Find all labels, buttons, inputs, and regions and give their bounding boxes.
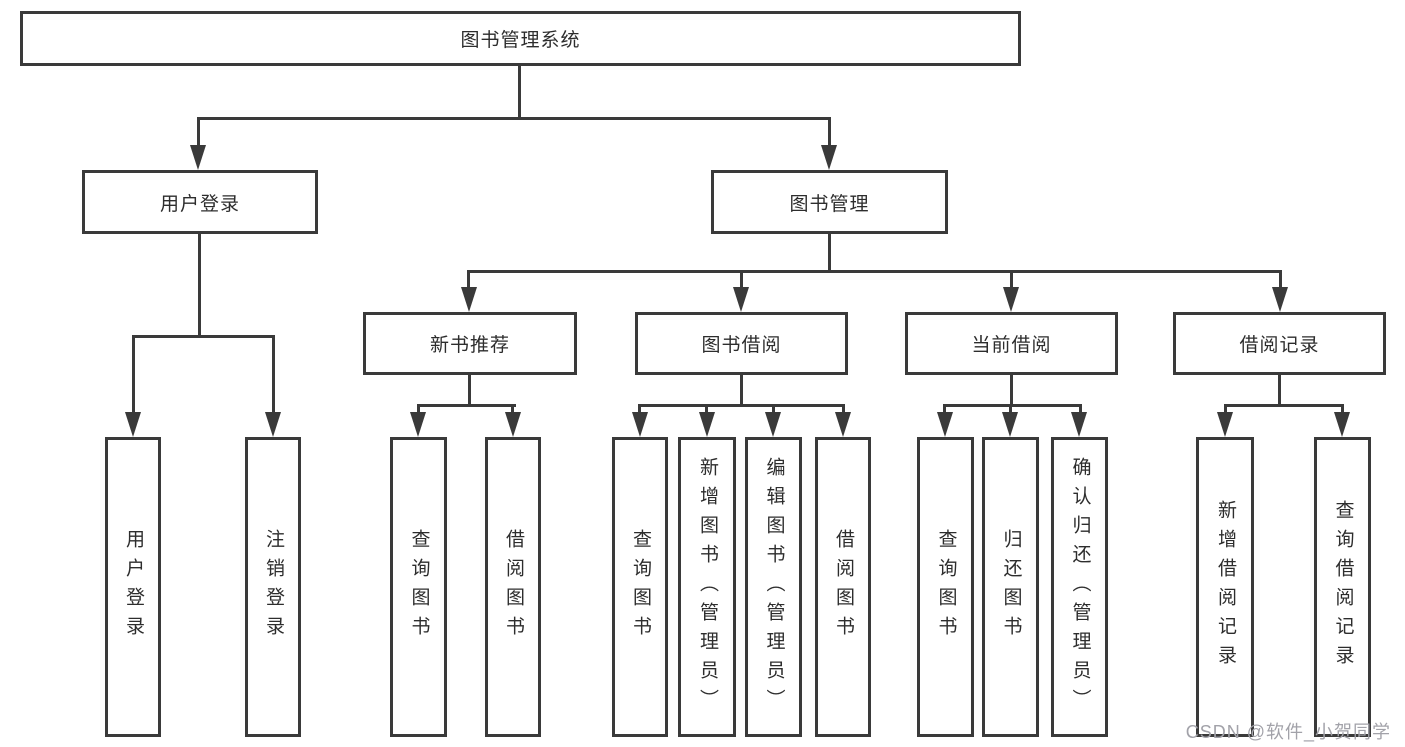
edge-line	[467, 270, 1282, 273]
edge-line	[740, 270, 743, 289]
edge-line	[1079, 404, 1082, 414]
leaf-add-books-admin-label: 新增图书（管理员）	[696, 456, 718, 718]
edge-line	[1010, 270, 1013, 289]
edge-line	[638, 404, 641, 414]
edge-line	[740, 375, 743, 407]
edge-line	[197, 117, 200, 148]
edge-line	[197, 117, 831, 120]
leaf-query-books-current-label: 查询图书	[935, 529, 957, 645]
leaf-user-login-label: 用户登录	[122, 529, 144, 645]
arrow-down-icon	[632, 412, 648, 437]
edge-line	[468, 375, 471, 407]
edge-line	[467, 270, 470, 289]
edge-line	[943, 404, 946, 414]
node-book-management: 图书管理	[711, 170, 948, 234]
node-book-management-label: 图书管理	[789, 193, 870, 215]
leaf-query-books-recommend: 查询图书	[390, 437, 447, 737]
leaf-return-books: 归还图书	[982, 437, 1039, 737]
arrow-down-icon	[505, 412, 521, 437]
leaf-confirm-return-admin-label: 确认归还（管理员）	[1069, 456, 1091, 718]
arrow-down-icon	[1003, 287, 1019, 312]
edge-line	[772, 404, 775, 414]
arrow-down-icon	[190, 145, 206, 170]
edge-line	[1224, 404, 1344, 407]
arrow-down-icon	[821, 145, 837, 170]
arrow-down-icon	[1272, 287, 1288, 312]
leaf-edit-books-admin: 编辑图书（管理员）	[745, 437, 802, 737]
arrow-down-icon	[937, 412, 953, 437]
leaf-logout-login-label: 注销登录	[262, 529, 284, 645]
node-borrowing-records-label: 借阅记录	[1239, 335, 1320, 356]
node-user-login: 用户登录	[82, 170, 318, 234]
edge-line	[1224, 404, 1227, 414]
edge-line	[132, 335, 275, 338]
edge-line	[828, 117, 831, 148]
leaf-borrow-books-recommend: 借阅图书	[485, 437, 541, 737]
edge-line	[638, 404, 845, 407]
edge-line	[1279, 270, 1282, 289]
edge-line	[842, 404, 845, 414]
node-user-login-label: 用户登录	[159, 193, 240, 215]
leaf-confirm-return-admin: 确认归还（管理员）	[1051, 437, 1108, 737]
leaf-edit-books-admin-label: 编辑图书（管理员）	[763, 456, 785, 718]
node-book-borrowing: 图书借阅	[635, 312, 848, 375]
leaf-add-books-admin: 新增图书（管理员）	[678, 437, 736, 737]
arrow-down-icon	[1334, 412, 1350, 437]
leaf-query-books-current: 查询图书	[917, 437, 974, 737]
leaf-return-books-label: 归还图书	[1000, 529, 1022, 645]
leaf-query-books-borrowing: 查询图书	[612, 437, 668, 737]
csdn-watermark: CSDN @软件_小贺同学	[1185, 722, 1391, 742]
arrow-down-icon	[1002, 412, 1018, 437]
arrow-down-icon	[1217, 412, 1233, 437]
arrow-down-icon	[410, 412, 426, 437]
node-current-borrowing-label: 当前借阅	[971, 335, 1052, 356]
edge-line	[198, 234, 201, 338]
edge-line	[705, 404, 708, 414]
arrow-down-icon	[125, 412, 141, 437]
leaf-borrow-books-recommend-label: 借阅图书	[502, 529, 524, 645]
edge-line	[132, 335, 135, 414]
leaf-query-borrow-record-label: 查询借阅记录	[1332, 500, 1354, 674]
edge-line	[272, 335, 275, 414]
arrow-down-icon	[765, 412, 781, 437]
arrow-down-icon	[265, 412, 281, 437]
leaf-logout-login: 注销登录	[245, 437, 301, 737]
edge-line	[1009, 404, 1012, 414]
node-new-book-recommend: 新书推荐	[363, 312, 577, 375]
leaf-query-books-recommend-label: 查询图书	[408, 529, 430, 645]
leaf-query-borrow-record: 查询借阅记录	[1314, 437, 1371, 737]
node-borrowing-records: 借阅记录	[1173, 312, 1386, 375]
leaf-query-books-borrowing-label: 查询图书	[629, 529, 651, 645]
edge-line	[417, 404, 420, 414]
edge-line	[828, 234, 831, 273]
arrow-down-icon	[733, 287, 749, 312]
leaf-borrow-books-label: 借阅图书	[832, 529, 854, 645]
leaf-add-borrow-record-label: 新增借阅记录	[1214, 500, 1236, 674]
node-book-borrowing-label: 图书借阅	[701, 335, 782, 356]
edge-line	[1278, 375, 1281, 407]
edge-line	[417, 404, 516, 407]
edge-line	[518, 64, 521, 119]
arrow-down-icon	[835, 412, 851, 437]
edge-line	[511, 404, 514, 414]
edge-line	[1341, 404, 1344, 414]
node-root-label: 图书管理系统	[460, 30, 581, 51]
arrow-down-icon	[1071, 412, 1087, 437]
arrow-down-icon	[699, 412, 715, 437]
edge-line	[1010, 375, 1013, 407]
node-current-borrowing: 当前借阅	[905, 312, 1118, 375]
leaf-borrow-books: 借阅图书	[815, 437, 871, 737]
node-root-system: 图书管理系统	[20, 11, 1021, 66]
edge-line	[943, 404, 1082, 407]
node-new-book-recommend-label: 新书推荐	[429, 335, 510, 356]
leaf-user-login: 用户登录	[105, 437, 161, 737]
leaf-add-borrow-record: 新增借阅记录	[1196, 437, 1254, 737]
arrow-down-icon	[461, 287, 477, 312]
